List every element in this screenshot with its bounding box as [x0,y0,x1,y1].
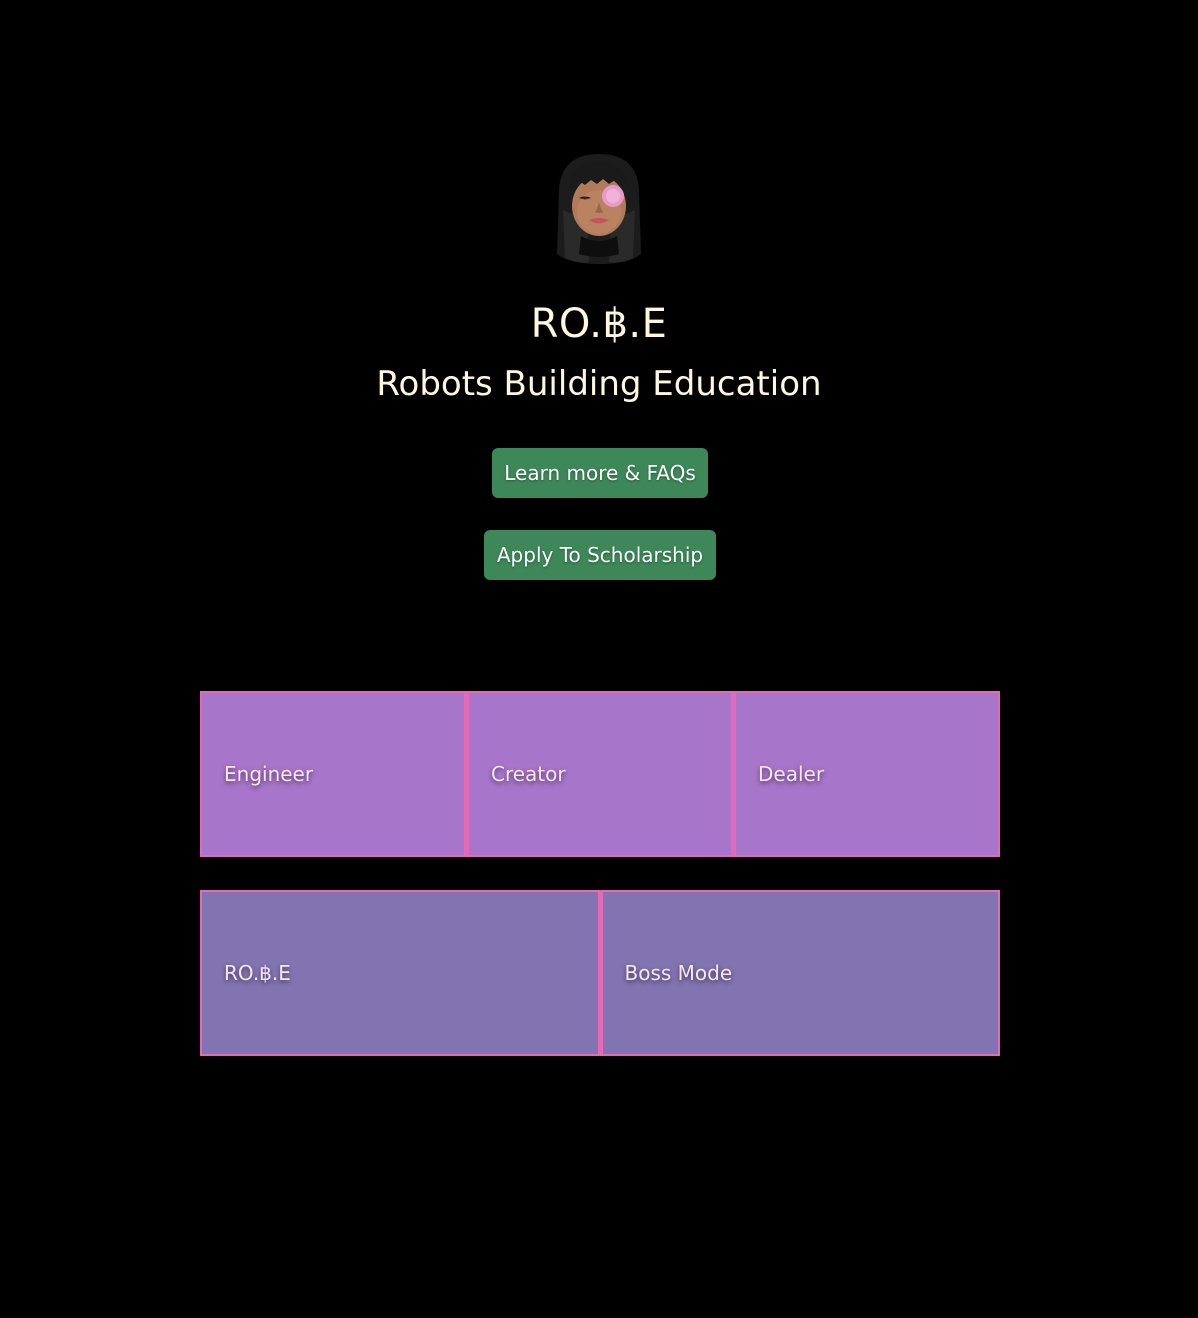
tile-label: Creator [491,762,566,786]
apply-scholarship-button[interactable]: Apply To Scholarship [484,530,716,580]
tile-label: RO.฿.E [224,961,291,985]
learn-more-faqs-button[interactable]: Learn more & FAQs [492,448,708,498]
tile-label: Engineer [224,762,314,786]
tile-dealer[interactable]: Dealer [733,691,1000,857]
mode-tiles-row: RO.฿.E Boss Mode [200,890,1000,1056]
memoji-avatar-icon [557,154,641,264]
tile-label: Dealer [758,762,825,786]
page-title: RO.฿.E [530,301,668,347]
tile-engineer[interactable]: Engineer [200,691,466,857]
tile-creator[interactable]: Creator [466,691,733,857]
role-tiles-row: Engineer Creator Dealer [200,691,1000,857]
page-subtitle: Robots Building Education [376,364,822,404]
tile-robe[interactable]: RO.฿.E [200,890,600,1056]
tile-label: Boss Mode [624,961,733,985]
tile-boss-mode[interactable]: Boss Mode [599,890,1000,1056]
